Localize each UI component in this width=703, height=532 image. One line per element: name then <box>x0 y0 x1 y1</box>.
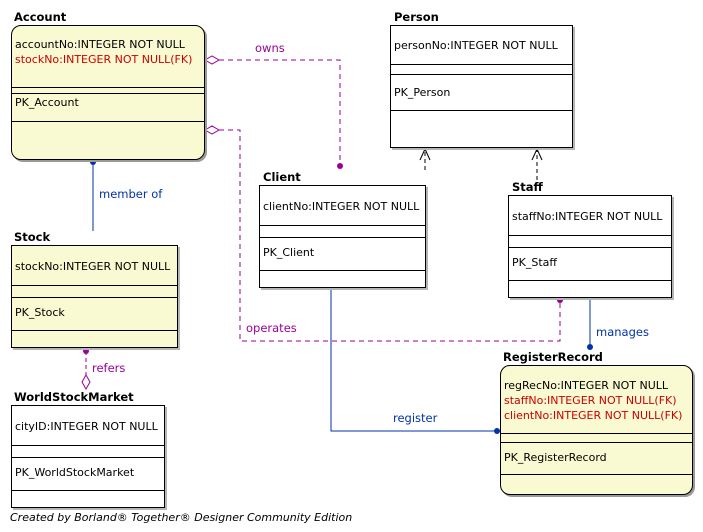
stock-divider-2 <box>12 330 177 331</box>
account-attributes: accountNo:INTEGER NOT NULL stockNo:INTEG… <box>12 37 204 67</box>
owns-label: owns <box>255 41 285 55</box>
worldstockmarket-divider-1 <box>12 445 164 446</box>
stock-attributes: stockNo:INTEGER NOT NULL <box>12 259 177 274</box>
account-attr-stockno: stockNo:INTEGER NOT NULL(FK) <box>15 53 193 66</box>
stock-divider-1 <box>12 285 177 286</box>
person-entity[interactable]: personNo:INTEGER NOT NULL PK_Person <box>390 25 573 148</box>
registerrecord-divider-1 <box>501 433 692 434</box>
person-title: Person <box>394 10 439 24</box>
owns-diamond <box>203 55 221 65</box>
person-keys: PK_Person <box>391 74 572 100</box>
registerrecord-divider-2 <box>501 474 692 475</box>
account-keys: PK_Account <box>12 93 204 110</box>
person-divider-2 <box>391 110 572 111</box>
person-key-pk: PK_Person <box>394 86 451 99</box>
registerrecord-title: RegisterRecord <box>503 350 603 364</box>
worldstockmarket-keys: PK_WorldStockMarket <box>12 457 164 480</box>
register-line <box>330 288 497 432</box>
stock-key-pk: PK_Stock <box>15 306 65 319</box>
worldstockmarket-attr-cityid: cityID:INTEGER NOT NULL <box>15 420 158 433</box>
client-attr-clientno: clientNo:INTEGER NOT NULL <box>263 200 420 213</box>
staff-key-pk: PK_Staff <box>512 256 557 269</box>
worldstockmarket-title: WorldStockMarket <box>14 390 134 404</box>
registerrecord-keys: PK_RegisterRecord <box>501 442 692 465</box>
staff-entity[interactable]: staffNo:INTEGER NOT NULL PK_Staff <box>508 195 672 298</box>
worldstockmarket-attributes: cityID:INTEGER NOT NULL <box>12 419 164 434</box>
account-divider-1 <box>12 87 204 88</box>
member-of-label: member of <box>99 187 163 201</box>
person-divider-1 <box>391 64 572 65</box>
registerrecord-attr-clientno: clientNo:INTEGER NOT NULL(FK) <box>504 409 683 422</box>
operates-line <box>219 129 561 342</box>
account-key-pk: PK_Account <box>15 96 79 109</box>
staff-divider-2 <box>509 280 671 281</box>
client-person-arrow <box>419 147 431 161</box>
stock-keys: PK_Stock <box>12 297 177 320</box>
account-divider-2 <box>12 121 204 122</box>
worldstockmarket-key-pk: PK_WorldStockMarket <box>15 466 135 479</box>
account-attr-accountno: accountNo:INTEGER NOT NULL <box>15 38 185 51</box>
stock-title: Stock <box>14 230 51 244</box>
client-attributes: clientNo:INTEGER NOT NULL <box>260 199 425 214</box>
registerrecord-attr-regrecno: regRecNo:INTEGER NOT NULL <box>504 379 669 392</box>
refers-diamond <box>81 373 91 391</box>
staff-divider-1 <box>509 235 671 236</box>
worldstockmarket-divider-2 <box>12 490 164 491</box>
operates-dot <box>557 297 563 303</box>
footer-credit: Created by Borland® Together® Designer C… <box>10 511 353 524</box>
staff-attr-staffno: staffNo:INTEGER NOT NULL <box>512 210 663 223</box>
client-divider-2 <box>260 270 425 271</box>
client-entity[interactable]: clientNo:INTEGER NOT NULL PK_Client <box>259 185 426 288</box>
member-of-dot <box>90 159 96 165</box>
registerrecord-attributes: regRecNo:INTEGER NOT NULL staffNo:INTEGE… <box>501 378 692 423</box>
client-key-pk: PK_Client <box>263 246 315 259</box>
stock-attr-stockno: stockNo:INTEGER NOT NULL <box>15 260 171 273</box>
registerrecord-attr-staffno: staffNo:INTEGER NOT NULL(FK) <box>504 394 677 407</box>
refers-dot <box>83 348 89 354</box>
staff-keys: PK_Staff <box>509 247 671 270</box>
client-keys: PK_Client <box>260 237 425 260</box>
manages-label: manages <box>596 325 649 339</box>
registerrecord-entity[interactable]: regRecNo:INTEGER NOT NULL staffNo:INTEGE… <box>500 365 693 495</box>
account-entity[interactable]: accountNo:INTEGER NOT NULL stockNo:INTEG… <box>11 25 205 160</box>
worldstockmarket-entity[interactable]: cityID:INTEGER NOT NULL PK_WorldStockMar… <box>11 405 165 508</box>
register-label: register <box>393 411 438 425</box>
operates-label: operates <box>246 321 297 335</box>
client-title: Client <box>263 170 301 184</box>
person-attributes: personNo:INTEGER NOT NULL <box>391 38 572 53</box>
stock-entity[interactable]: stockNo:INTEGER NOT NULL PK_Stock <box>11 245 178 348</box>
owns-dot <box>337 163 343 169</box>
staff-title: Staff <box>512 180 543 194</box>
register-dot <box>494 428 500 434</box>
manages-dot <box>587 344 593 350</box>
registerrecord-key-pk: PK_RegisterRecord <box>504 451 607 464</box>
person-attr-personno: personNo:INTEGER NOT NULL <box>394 39 558 52</box>
owns-line <box>219 59 341 164</box>
operates-diamond <box>203 125 221 135</box>
staff-person-arrow <box>531 147 543 161</box>
staff-attributes: staffNo:INTEGER NOT NULL <box>509 209 671 224</box>
refers-label: refers <box>92 361 126 375</box>
account-title: Account <box>14 10 67 24</box>
client-divider-1 <box>260 225 425 226</box>
